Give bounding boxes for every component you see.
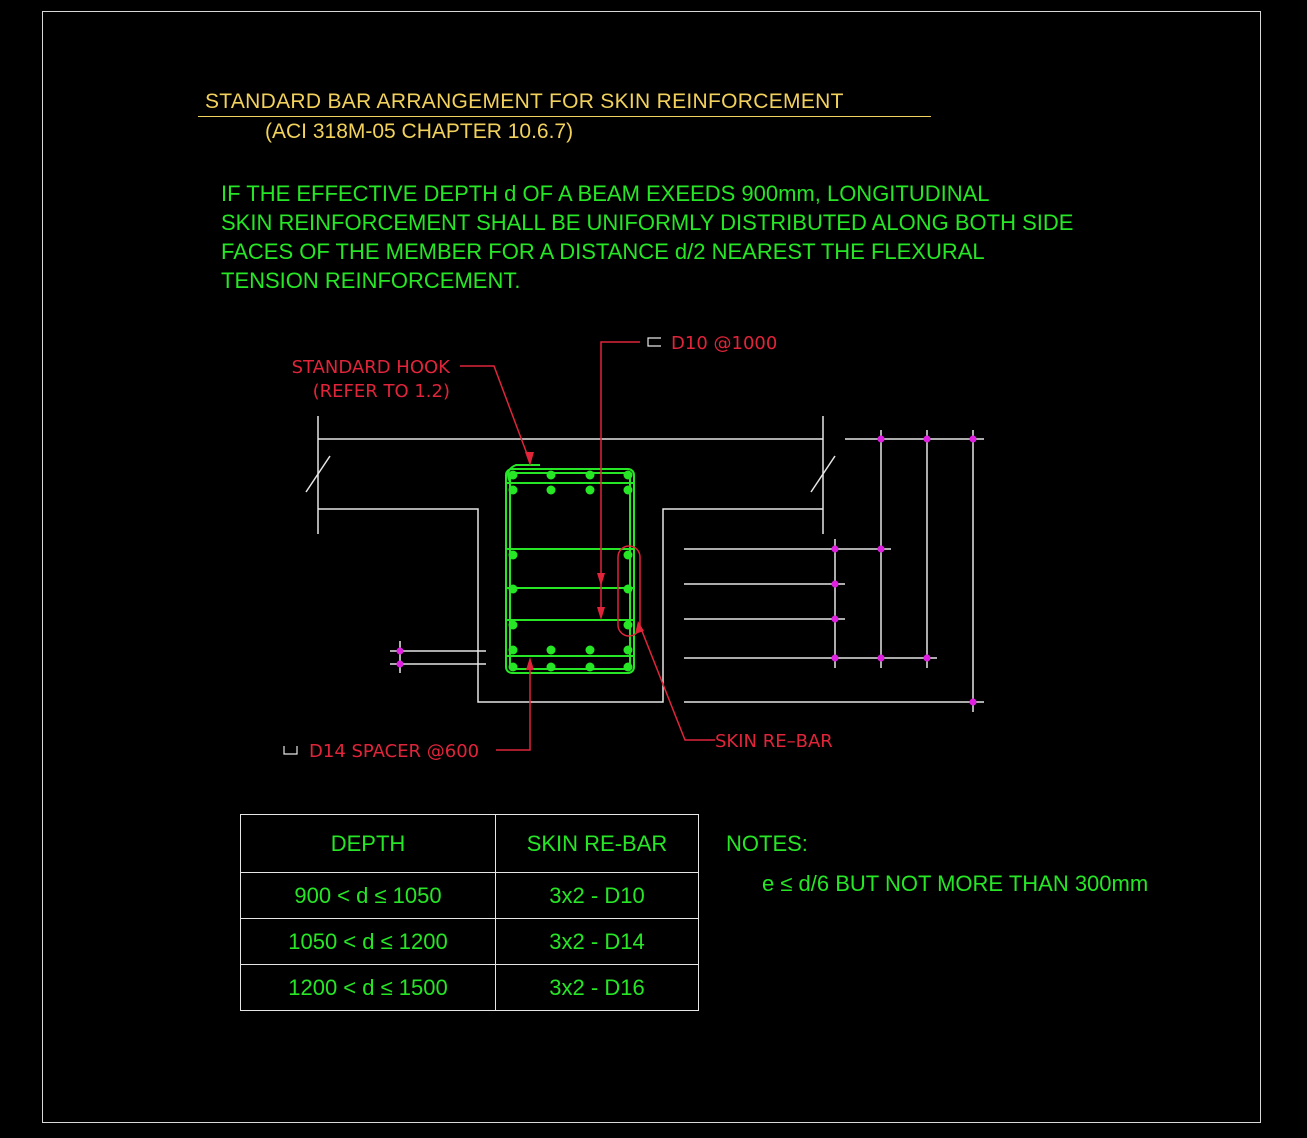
depth-cell: 1050 < d ≤ 1200 <box>240 918 496 965</box>
drawing-subtitle: (ACI 318M-05 CHAPTER 10.6.7) <box>265 120 574 143</box>
header-skin-rebar: SKIN RE-BAR <box>495 814 699 873</box>
drawing-title: STANDARD BAR ARRANGEMENT FOR SKIN REINFO… <box>205 90 844 113</box>
depth-cell: 1200 < d ≤ 1500 <box>240 964 496 1011</box>
annotation-text: STANDARD HOOK (REFER TO 1.2) D10 @1000 D… <box>292 333 833 762</box>
hook-label-line1: STANDARD HOOK <box>292 357 452 378</box>
stirrup-label: D10 @1000 <box>671 333 777 354</box>
skin-rebar-table: DEPTH SKIN RE-BAR 900 < d ≤ 1050 3x2 - D… <box>240 814 699 1011</box>
rebar-cell: 3x2 - D14 <box>495 918 699 965</box>
paragraph-line: TENSION REINFORCEMENT. <box>221 268 521 293</box>
paragraph-line: SKIN REINFORCEMENT SHALL BE UNIFORMLY DI… <box>221 210 1074 235</box>
reinforcement-cage <box>505 464 635 674</box>
paragraph-line: FACES OF THE MEMBER FOR A DISTANCE d/2 N… <box>221 239 985 264</box>
notes-body: e ≤ d/6 BUT NOT MORE THAN 300mm <box>762 871 1149 896</box>
table-row: 900 < d ≤ 1050 3x2 - D10 <box>240 872 699 919</box>
title-underline <box>198 116 931 117</box>
table-row: 1200 < d ≤ 1500 3x2 - D16 <box>240 964 699 1011</box>
paragraph-line: IF THE EFFECTIVE DEPTH d OF A BEAM EXEED… <box>221 181 990 206</box>
hook-label-line2: (REFER TO 1.2) <box>313 381 450 402</box>
bar-symbols <box>283 337 661 755</box>
concrete-outline <box>305 416 984 712</box>
rebar-cell: 3x2 - D16 <box>495 964 699 1011</box>
header-depth: DEPTH <box>240 814 496 873</box>
table-header-row: DEPTH SKIN RE-BAR <box>240 814 699 873</box>
rebar-cell: 3x2 - D10 <box>495 872 699 919</box>
drawing-frame <box>42 11 1261 1123</box>
spacer-label: D14 SPACER @600 <box>309 741 479 762</box>
notes-title: NOTES: <box>726 831 808 856</box>
dimension-points <box>396 435 977 706</box>
rebar-dots <box>508 470 633 672</box>
arrowheads <box>525 452 644 670</box>
requirement-paragraph: IF THE EFFECTIVE DEPTH d OF A BEAM EXEED… <box>221 179 1073 295</box>
table-row: 1050 < d ≤ 1200 3x2 - D14 <box>240 918 699 965</box>
skin-rebar-label: SKIN RE–BAR <box>715 731 833 752</box>
annotation-leaders <box>460 341 715 751</box>
depth-cell: 900 < d ≤ 1050 <box>240 872 496 919</box>
